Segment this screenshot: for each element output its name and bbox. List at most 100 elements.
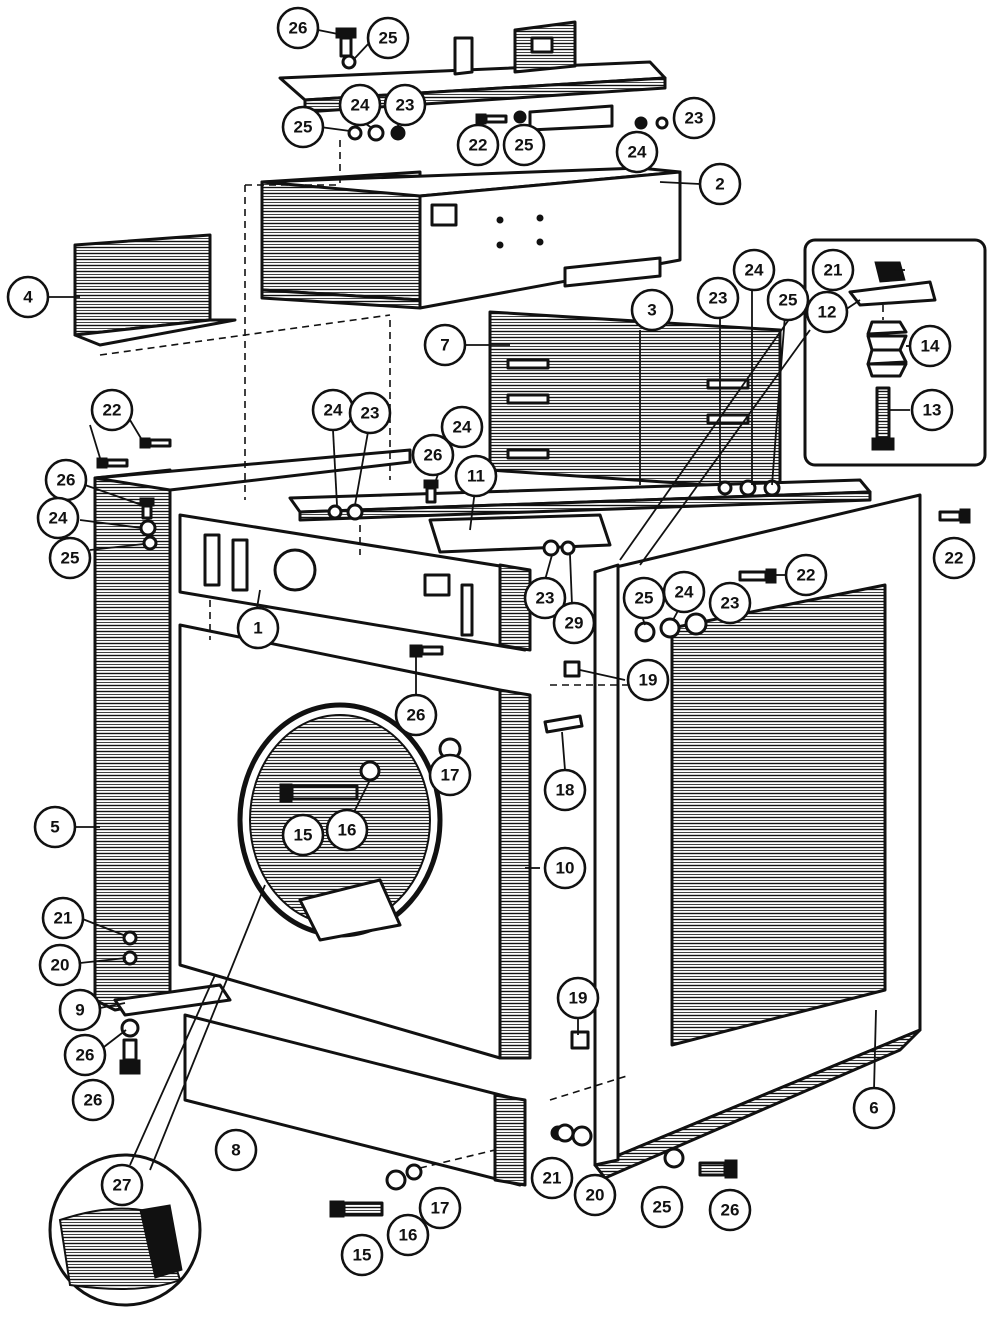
svg-text:20: 20	[51, 956, 70, 975]
svg-text:17: 17	[441, 766, 460, 785]
svg-text:1: 1	[253, 619, 262, 638]
svg-text:23: 23	[536, 589, 555, 608]
svg-text:17: 17	[431, 1199, 450, 1218]
callout-3: 3	[630, 288, 674, 332]
svg-text:12: 12	[818, 303, 837, 322]
svg-text:21: 21	[543, 1169, 562, 1188]
svg-text:21: 21	[824, 261, 843, 280]
svg-text:26: 26	[424, 446, 443, 465]
svg-text:26: 26	[57, 471, 76, 490]
callout-14: 14	[908, 324, 952, 368]
svg-text:5: 5	[50, 818, 59, 837]
callout-26: 26	[71, 1078, 115, 1122]
svg-text:25: 25	[653, 1198, 672, 1217]
callout-24: 24	[311, 388, 355, 432]
callout-23: 23	[523, 576, 567, 620]
svg-text:6: 6	[869, 1099, 878, 1118]
svg-text:23: 23	[721, 594, 740, 613]
callout-15: 15	[281, 813, 325, 857]
svg-text:26: 26	[76, 1046, 95, 1065]
side-bracket	[73, 233, 237, 347]
svg-text:24: 24	[675, 583, 694, 602]
svg-text:2: 2	[715, 175, 724, 194]
fasteners	[96, 27, 971, 1218]
upper-housing-box	[260, 104, 682, 310]
callout-13: 13	[910, 388, 954, 432]
svg-text:26: 26	[407, 706, 426, 725]
callout-23: 23	[672, 96, 716, 140]
callout-19: 19	[556, 976, 600, 1020]
control-panel	[178, 513, 532, 652]
svg-text:4: 4	[23, 288, 33, 307]
seal-detail-inset	[48, 1153, 202, 1307]
svg-text:22: 22	[945, 549, 964, 568]
leader-lines	[44, 29, 910, 1171]
assembly-dashed-lines	[99, 140, 650, 1169]
callout-19: 19	[626, 658, 670, 702]
svg-text:23: 23	[685, 109, 704, 128]
callout-26: 26	[276, 6, 320, 50]
callout-25: 25	[502, 123, 546, 167]
svg-text:24: 24	[49, 509, 68, 528]
svg-text:25: 25	[635, 589, 654, 608]
kick-plate	[183, 1013, 527, 1187]
callout-24: 24	[662, 570, 706, 614]
callout-29: 29	[552, 601, 596, 645]
callout-25: 25	[281, 105, 325, 149]
callout-26: 26	[44, 458, 88, 502]
svg-text:11: 11	[467, 467, 485, 486]
callout-24: 24	[615, 130, 659, 174]
callout-17: 17	[418, 1186, 462, 1230]
callout-25: 25	[48, 536, 92, 580]
callout-16: 16	[386, 1213, 430, 1257]
callout-22: 22	[784, 553, 828, 597]
callout-23: 23	[348, 391, 392, 435]
rear-panel	[488, 310, 782, 492]
callout-2: 2	[698, 162, 742, 206]
svg-text:27: 27	[113, 1176, 132, 1195]
callout-26: 26	[411, 433, 455, 477]
callout-24: 24	[732, 248, 776, 292]
svg-text:10: 10	[556, 859, 575, 878]
svg-text:26: 26	[289, 19, 308, 38]
svg-text:23: 23	[396, 96, 415, 115]
left-side-panel	[93, 448, 412, 1017]
callout-17: 17	[428, 753, 472, 797]
callout-23: 23	[696, 276, 740, 320]
svg-text:13: 13	[923, 401, 942, 420]
top-mounting-plate	[278, 20, 667, 114]
callout-22: 22	[932, 536, 976, 580]
callout-24: 24	[440, 405, 484, 449]
callout-12: 12	[805, 290, 849, 334]
svg-text:7: 7	[440, 336, 449, 355]
svg-text:23: 23	[709, 289, 728, 308]
callout-25: 25	[622, 576, 666, 620]
callout-26: 26	[63, 1033, 107, 1077]
callout-10: 10	[543, 846, 587, 890]
callout-25: 25	[640, 1185, 684, 1229]
svg-text:16: 16	[399, 1226, 418, 1245]
svg-text:22: 22	[469, 136, 488, 155]
callout-21: 21	[811, 248, 855, 292]
svg-text:9: 9	[75, 1001, 84, 1020]
svg-text:21: 21	[54, 909, 73, 928]
svg-text:24: 24	[745, 261, 764, 280]
callout-25: 25	[766, 278, 810, 322]
svg-text:15: 15	[294, 826, 313, 845]
svg-text:20: 20	[586, 1186, 605, 1205]
callout-9: 9	[58, 988, 102, 1032]
callout-24: 24	[338, 83, 382, 127]
callout-27: 27	[100, 1163, 144, 1207]
svg-text:24: 24	[351, 96, 370, 115]
callout-11: 11	[454, 454, 498, 498]
svg-text:24: 24	[628, 143, 647, 162]
callout-24: 24	[36, 496, 80, 540]
callout-7: 7	[423, 323, 467, 367]
svg-text:24: 24	[324, 401, 343, 420]
svg-text:26: 26	[84, 1091, 103, 1110]
callout-26: 26	[708, 1188, 752, 1232]
callout-6: 6	[852, 1086, 896, 1130]
svg-text:19: 19	[639, 671, 658, 690]
callout-20: 20	[573, 1173, 617, 1217]
